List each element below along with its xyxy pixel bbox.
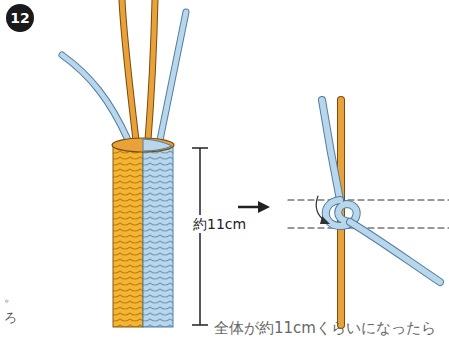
- step-badge: [6, 4, 34, 32]
- text-fragment: ろ: [4, 311, 17, 324]
- square-braid: [112, 138, 174, 327]
- step-arrow: [238, 201, 270, 213]
- cord-strands: [62, 0, 186, 140]
- step-number: 12: [10, 11, 29, 25]
- instruction-text: 全体が約11cmくらいになったら: [214, 321, 436, 336]
- text-fragment: 。: [4, 290, 17, 303]
- dimension-label: 約11cm: [192, 215, 247, 233]
- dimension-bracket: [192, 148, 208, 325]
- knot-detail: [288, 100, 449, 325]
